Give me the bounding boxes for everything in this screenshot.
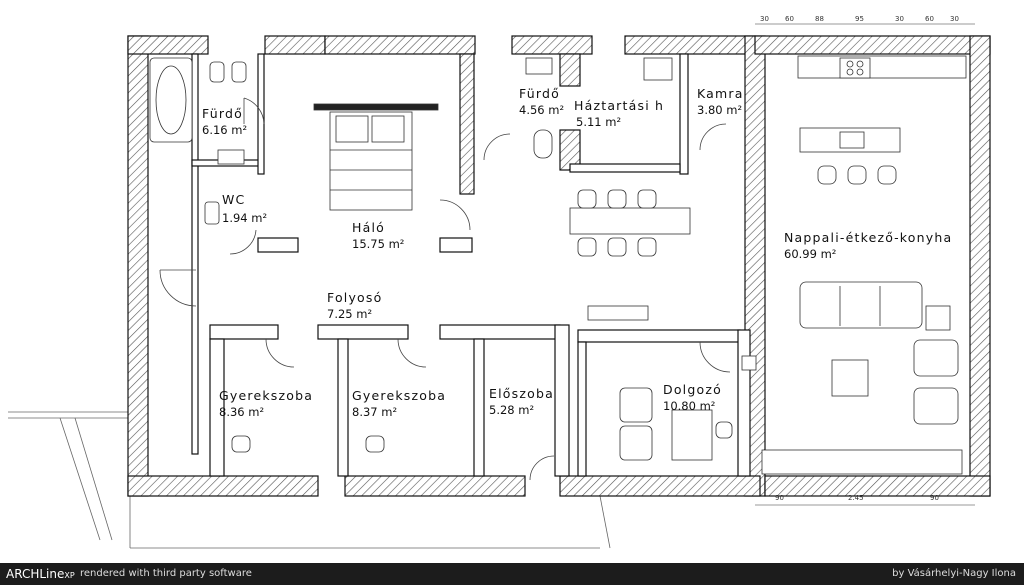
office-furniture bbox=[231, 387, 733, 461]
door-swings bbox=[159, 97, 731, 481]
dimension-bottom-3: 90 bbox=[930, 494, 939, 502]
entrance-steps bbox=[8, 411, 611, 549]
dimension-bottom-1: 90 bbox=[775, 494, 784, 502]
room-area-nappali: 60.99 m² bbox=[784, 247, 836, 261]
brand-suffix: XP bbox=[64, 571, 75, 580]
dimension-top-3: 88 bbox=[815, 15, 824, 23]
footer-bar: ARCHLineXP rendered with third party sof… bbox=[0, 563, 1024, 585]
room-area-furdo-2: 4.56 m² bbox=[519, 103, 564, 117]
dining-table bbox=[569, 207, 691, 235]
room-area-kamra: 3.80 m² bbox=[697, 103, 742, 117]
room-name-wc: WC bbox=[222, 192, 246, 207]
dimension-top-2: 60 bbox=[785, 15, 794, 23]
author-credit: by Vásárhelyi-Nagy Ilona bbox=[892, 568, 1016, 579]
dimension-top-1: 30 bbox=[760, 15, 769, 23]
chair-icon bbox=[365, 435, 385, 453]
interior-walls bbox=[191, 53, 751, 477]
living-area-furniture bbox=[741, 281, 963, 475]
room-name-gyerekszoba-2: Gyerekszoba bbox=[352, 388, 446, 403]
room-area-dolgozo: 10.80 m² bbox=[663, 399, 715, 413]
kitchen-counter bbox=[797, 55, 967, 79]
toilet-icon bbox=[533, 129, 553, 159]
armchair-icon bbox=[913, 339, 959, 377]
room-name-folyoso: Folyosó bbox=[327, 290, 382, 305]
dimension-lines bbox=[755, 23, 975, 506]
dimension-top-6: 60 bbox=[925, 15, 934, 23]
bathroom-fixtures bbox=[149, 57, 673, 225]
bed-icon bbox=[313, 103, 439, 211]
armchair-icon bbox=[913, 387, 959, 425]
sofa-icon bbox=[799, 281, 923, 329]
washer-icon bbox=[643, 57, 673, 81]
floor-plan: 30 60 88 95 30 60 30 90 2.45 90 bbox=[8, 15, 991, 549]
chair-icon bbox=[231, 435, 251, 453]
toilet-icon bbox=[209, 61, 225, 83]
room-area-furdo-1: 6.16 m² bbox=[202, 123, 247, 137]
room-area-halo: 15.75 m² bbox=[352, 237, 404, 251]
desk-icon bbox=[671, 409, 713, 461]
render-note: rendered with third party software bbox=[80, 568, 252, 579]
kitchen-dining bbox=[569, 55, 967, 321]
sink-icon bbox=[217, 149, 245, 165]
stove-icon bbox=[839, 57, 871, 79]
room-labels: Fürdő 6.16 m² WC 1.94 m² Háló 15.75 m² F… bbox=[202, 86, 952, 419]
room-area-haztartasi: 5.11 m² bbox=[576, 115, 621, 129]
room-area-eloszoba: 5.28 m² bbox=[489, 403, 534, 417]
dimension-top-5: 30 bbox=[895, 15, 904, 23]
dimension-bottom-2: 2.45 bbox=[848, 494, 864, 502]
coffee-table bbox=[831, 359, 869, 397]
room-area-gyerekszoba-1: 8.36 m² bbox=[219, 405, 264, 419]
dimension-top-4: 95 bbox=[855, 15, 864, 23]
room-name-kamra: Kamra bbox=[697, 86, 744, 101]
room-name-eloszoba: Előszoba bbox=[489, 386, 554, 401]
room-name-nappali: Nappali-étkező-konyha bbox=[784, 230, 952, 245]
room-area-gyerekszoba-2: 8.37 m² bbox=[352, 405, 397, 419]
armchair-icon bbox=[619, 387, 653, 423]
room-area-wc: 1.94 m² bbox=[222, 211, 267, 225]
archline-logo: ARCHLineXP bbox=[6, 567, 75, 581]
armchair-icon bbox=[619, 425, 653, 461]
sink-icon bbox=[525, 57, 553, 75]
room-area-folyoso: 7.25 m² bbox=[327, 307, 372, 321]
room-name-furdo-2: Fürdő bbox=[519, 86, 560, 101]
brand-name: ARCHLine bbox=[6, 567, 65, 581]
dimension-top-7: 30 bbox=[950, 15, 959, 23]
room-name-halo: Háló bbox=[352, 220, 385, 235]
room-name-dolgozo: Dolgozó bbox=[663, 382, 722, 397]
room-name-gyerekszoba-1: Gyerekszoba bbox=[219, 388, 313, 403]
room-name-haztartasi: Háztartási h bbox=[574, 98, 664, 113]
room-name-furdo-1: Fürdő bbox=[202, 106, 243, 121]
